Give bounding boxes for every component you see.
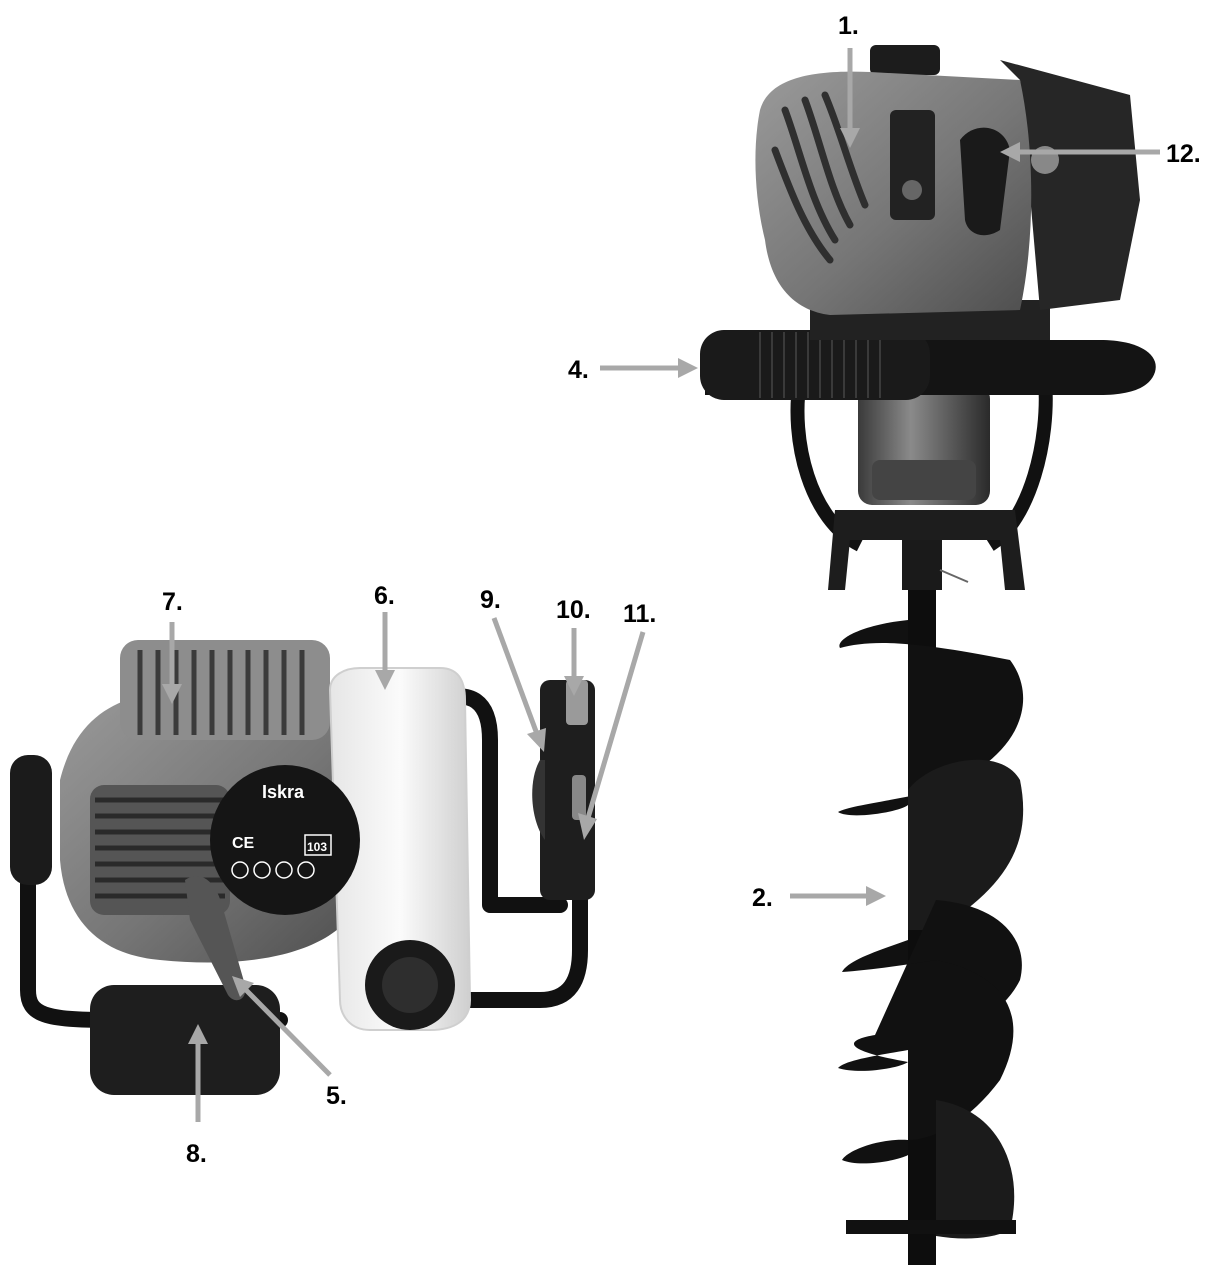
callout-1: 1. — [838, 12, 859, 40]
earth-auger-front-view — [700, 45, 1156, 1265]
callout-12: 12. — [1166, 140, 1201, 168]
callout-6: 6. — [374, 582, 395, 610]
auger-spiral-flights — [838, 620, 1024, 1239]
side-grip — [10, 755, 52, 885]
throttle-trigger — [532, 760, 545, 840]
handlebar — [700, 330, 1156, 400]
engine-side-view: Iskra CE 103 — [10, 640, 595, 1095]
engine-cover — [755, 45, 1140, 315]
callout-10: 10. — [556, 596, 591, 624]
brand-logo-text: Iskra — [262, 782, 305, 802]
callout-5: 5. — [326, 1082, 347, 1110]
engine-switch-panel — [890, 110, 935, 220]
control-handle — [532, 680, 595, 900]
callout-labels: 1. 12. 4. 2. 7. 6. 9. 10. 11. 5. 8. — [162, 12, 1201, 1168]
cooling-fins — [120, 640, 330, 740]
throttle-lever — [185, 876, 246, 1001]
handlebar-grip — [700, 330, 930, 400]
callout-8: 8. — [186, 1140, 207, 1168]
fuel-tank — [328, 667, 472, 1031]
choke-lever — [960, 127, 1010, 236]
noise-level-text: 103 — [307, 840, 327, 854]
callout-2: 2. — [752, 884, 773, 912]
callout-9: 9. — [480, 586, 501, 614]
lock-button — [572, 775, 586, 820]
callout-7: 7. — [162, 588, 183, 616]
callout-11: 11. — [623, 600, 656, 628]
stop-switch — [566, 680, 588, 725]
callout-4: 4. — [568, 356, 589, 384]
ce-mark: CE — [232, 835, 255, 852]
skid-plate — [828, 510, 1025, 590]
starter-label-plate: Iskra CE 103 — [210, 765, 360, 915]
callout-arrows — [162, 48, 1160, 1122]
